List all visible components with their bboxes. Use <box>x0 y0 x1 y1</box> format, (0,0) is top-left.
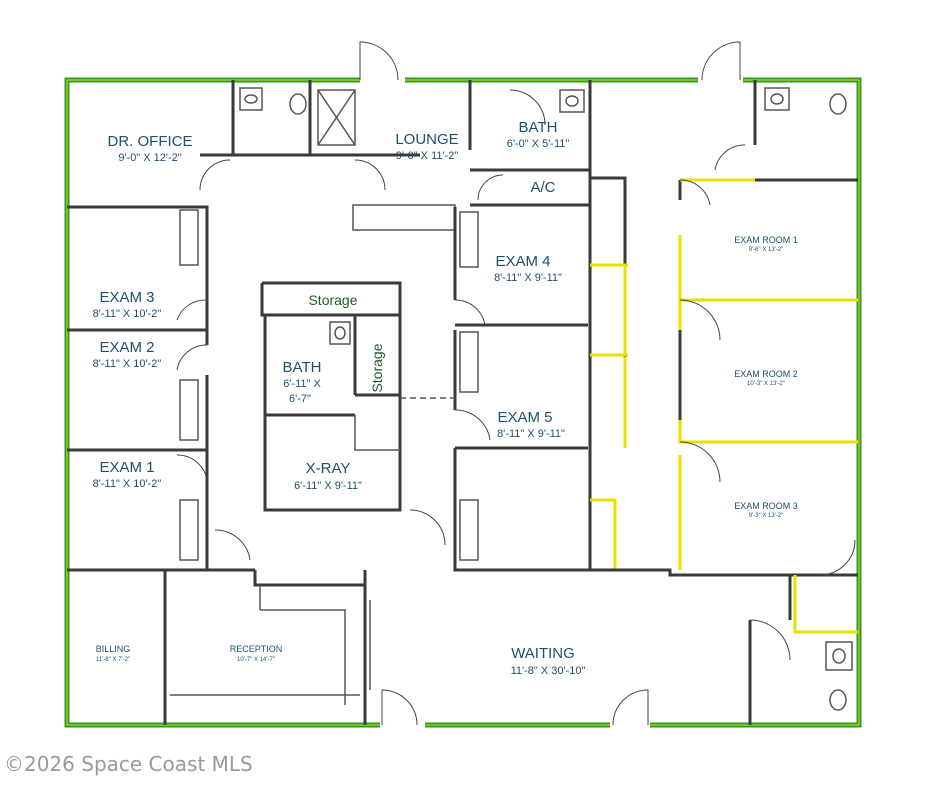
room-dim-bath-center-1: 6'-11" X <box>283 378 321 390</box>
exterior-wall <box>64 77 862 728</box>
entry-door-bottom-right <box>612 689 649 726</box>
room-name-exam-room3: EXAM ROOM 3 <box>734 501 798 511</box>
room-dim-xray: 6'-11" X 9'-11" <box>294 480 362 492</box>
room-name-exam1: EXAM 1 <box>99 459 154 476</box>
watermark: ©2026 Space Coast MLS <box>4 752 253 776</box>
room-name-exam-room1: EXAM ROOM 1 <box>734 235 798 245</box>
room-dim-bath-center-2: 6'-7" <box>289 393 311 405</box>
room-dim-exam4: 8'-11" X 9'-11" <box>494 272 562 284</box>
room-name-ac: A/C <box>530 179 555 196</box>
entry-door-bottom-left <box>381 689 418 726</box>
room-dim-exam5: 8'-11" X 9'-11" <box>497 428 565 440</box>
fixtures <box>179 87 853 711</box>
room-dim-exam-room1: 9'-6" X 13'-2" <box>749 247 784 253</box>
room-name-waiting: WAITING <box>511 645 575 662</box>
room-dim-exam3: 8'-11" X 10'-2" <box>93 308 162 320</box>
room-name-bath-center: BATH <box>283 359 322 376</box>
room-name-exam5: EXAM 5 <box>497 409 552 426</box>
room-dim-exam2: 8'-11" X 10'-2" <box>93 358 162 370</box>
room-dim-exam-room2: 10'-3" X 13'-2" <box>747 381 785 387</box>
room-name-storage-horizontal: Storage <box>308 292 357 308</box>
room-dim-exam-room3: 9'-3" X 13'-2" <box>749 513 784 519</box>
room-dim-reception: 10'-7" X 14'-7" <box>237 657 275 663</box>
room-name-exam4: EXAM 4 <box>495 253 550 270</box>
room-dim-lounge: 9'-0" X 11'-2" <box>396 150 459 162</box>
room-name-exam2: EXAM 2 <box>99 339 154 356</box>
room-name-exam3: EXAM 3 <box>99 289 154 306</box>
room-dim-dr-office: 9'-0" X 12'-2" <box>118 152 181 164</box>
room-name-storage-vertical: Storage <box>369 343 385 392</box>
entry-door-top-right <box>701 41 741 81</box>
entry-door-top-left <box>359 41 399 81</box>
room-name-dr-office: DR. OFFICE <box>108 133 193 150</box>
room-dim-bath-top: 6'-0" X 5'-11" <box>507 138 570 150</box>
room-name-xray: X-RAY <box>306 460 351 477</box>
room-name-lounge: LOUNGE <box>395 131 458 148</box>
room-name-bath-top: BATH <box>519 119 558 136</box>
room-name-reception: RECEPTION <box>230 644 283 654</box>
room-dim-waiting: 11'-8" X 30'-10" <box>511 665 586 677</box>
room-name-exam-room2: EXAM ROOM 2 <box>734 369 798 379</box>
room-name-billing: BILLING <box>96 644 131 654</box>
room-dim-exam1: 8'-11" X 10'-2" <box>93 478 162 490</box>
room-dim-billing: 11'-8" X 7'-2" <box>96 657 130 663</box>
